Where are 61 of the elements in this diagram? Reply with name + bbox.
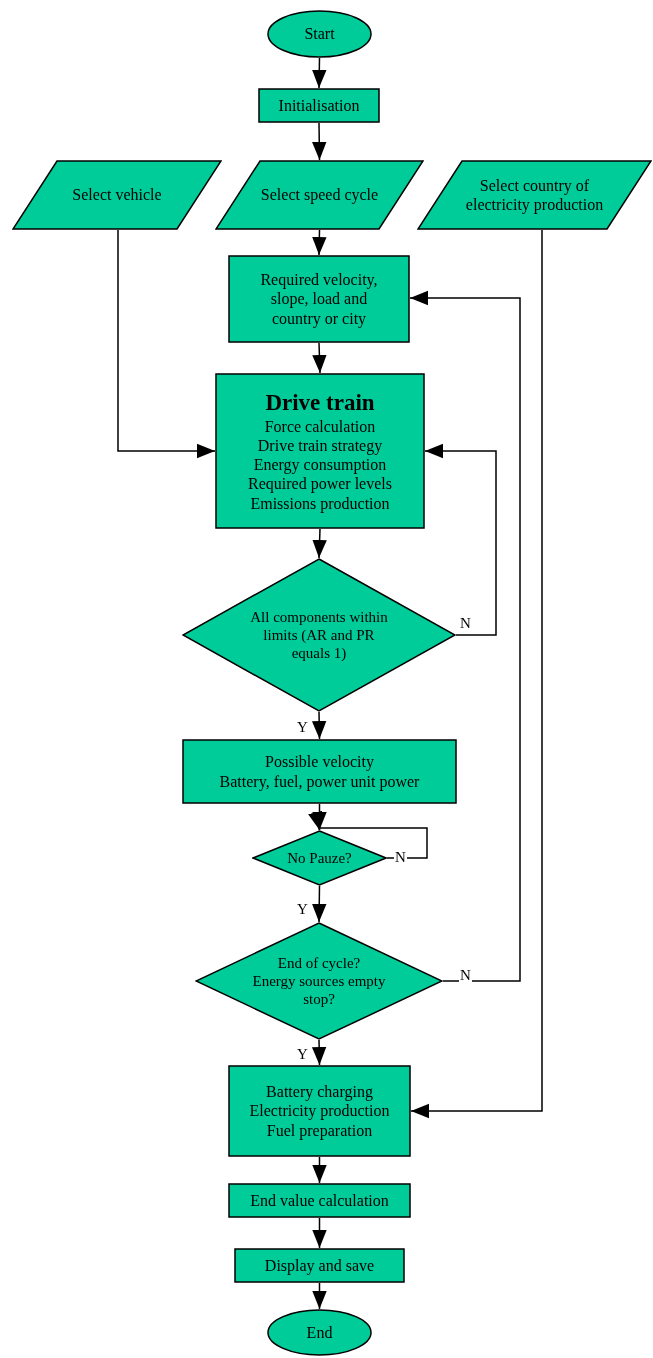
node-text: Select vehicle xyxy=(72,185,162,205)
node-text: Emissions production xyxy=(250,493,390,513)
process-box xyxy=(228,1065,411,1157)
node-text: End value calculation xyxy=(250,1190,389,1211)
edge-label: Y xyxy=(296,1047,309,1062)
arrow xyxy=(312,57,327,89)
node-text: Required power levels xyxy=(248,474,392,494)
decision-diamond xyxy=(182,558,456,712)
arrow xyxy=(410,229,543,1119)
arrow xyxy=(311,711,327,740)
input-parallelogram xyxy=(12,160,222,230)
node-text: Display and save xyxy=(264,1255,375,1276)
terminal-ellipse xyxy=(267,10,372,58)
process-box xyxy=(182,739,457,804)
arrow xyxy=(312,1282,327,1310)
node-text: Possible velocity xyxy=(265,752,374,772)
edge-label: Y xyxy=(296,902,309,917)
process-box xyxy=(228,255,410,343)
edge-label: N xyxy=(459,616,472,631)
input-parallelogram xyxy=(417,160,652,230)
node-heading: Drive train xyxy=(265,389,375,417)
arrow xyxy=(117,229,216,459)
node-text: Battery charging xyxy=(266,1082,373,1102)
process-box xyxy=(234,1248,405,1283)
node-text: Required velocity, slope, load and country or city xyxy=(259,270,379,328)
arrow xyxy=(312,122,327,161)
node-text: Battery, fuel, power unit power xyxy=(219,771,420,791)
node-text: Force calculation xyxy=(264,416,376,436)
arrow xyxy=(312,1156,327,1184)
node-text: No Pauze? xyxy=(287,849,352,867)
node-text: All components within limits (AR and PR equals 1) xyxy=(249,608,389,662)
node-text: Start xyxy=(304,24,335,44)
input-parallelogram xyxy=(215,160,424,230)
node-text: Initialisation xyxy=(278,95,360,116)
node-text: Select speed cycle xyxy=(260,185,379,205)
node-text: Fuel preparation xyxy=(266,1120,373,1140)
edge-label: N xyxy=(394,850,407,865)
edge-label: Y xyxy=(296,720,309,735)
node-text: Drive train strategy xyxy=(257,436,383,456)
node-text: Energy consumption xyxy=(253,455,387,475)
arrow xyxy=(312,229,327,256)
edge-label: N xyxy=(459,968,472,983)
node-text: Energy sources empty stop? xyxy=(251,972,387,1008)
terminal-ellipse xyxy=(267,1309,372,1356)
arrow xyxy=(424,443,497,636)
process-box xyxy=(228,1183,411,1218)
node-text: End of cycle? xyxy=(277,954,361,972)
decision-diamond xyxy=(195,922,443,1040)
arrow xyxy=(311,1039,327,1066)
decision-diamond xyxy=(252,830,387,886)
node-text: Select country of electricity production xyxy=(464,175,605,215)
arrow xyxy=(312,885,327,923)
node-text: End xyxy=(306,1322,333,1343)
process-box xyxy=(215,373,425,529)
process-box xyxy=(258,88,380,123)
node-text: Electricity production xyxy=(249,1101,390,1121)
arrow xyxy=(312,1217,327,1249)
arrow xyxy=(312,528,327,559)
arrow xyxy=(409,290,521,982)
arrow xyxy=(312,342,327,374)
arrow xyxy=(308,810,428,859)
